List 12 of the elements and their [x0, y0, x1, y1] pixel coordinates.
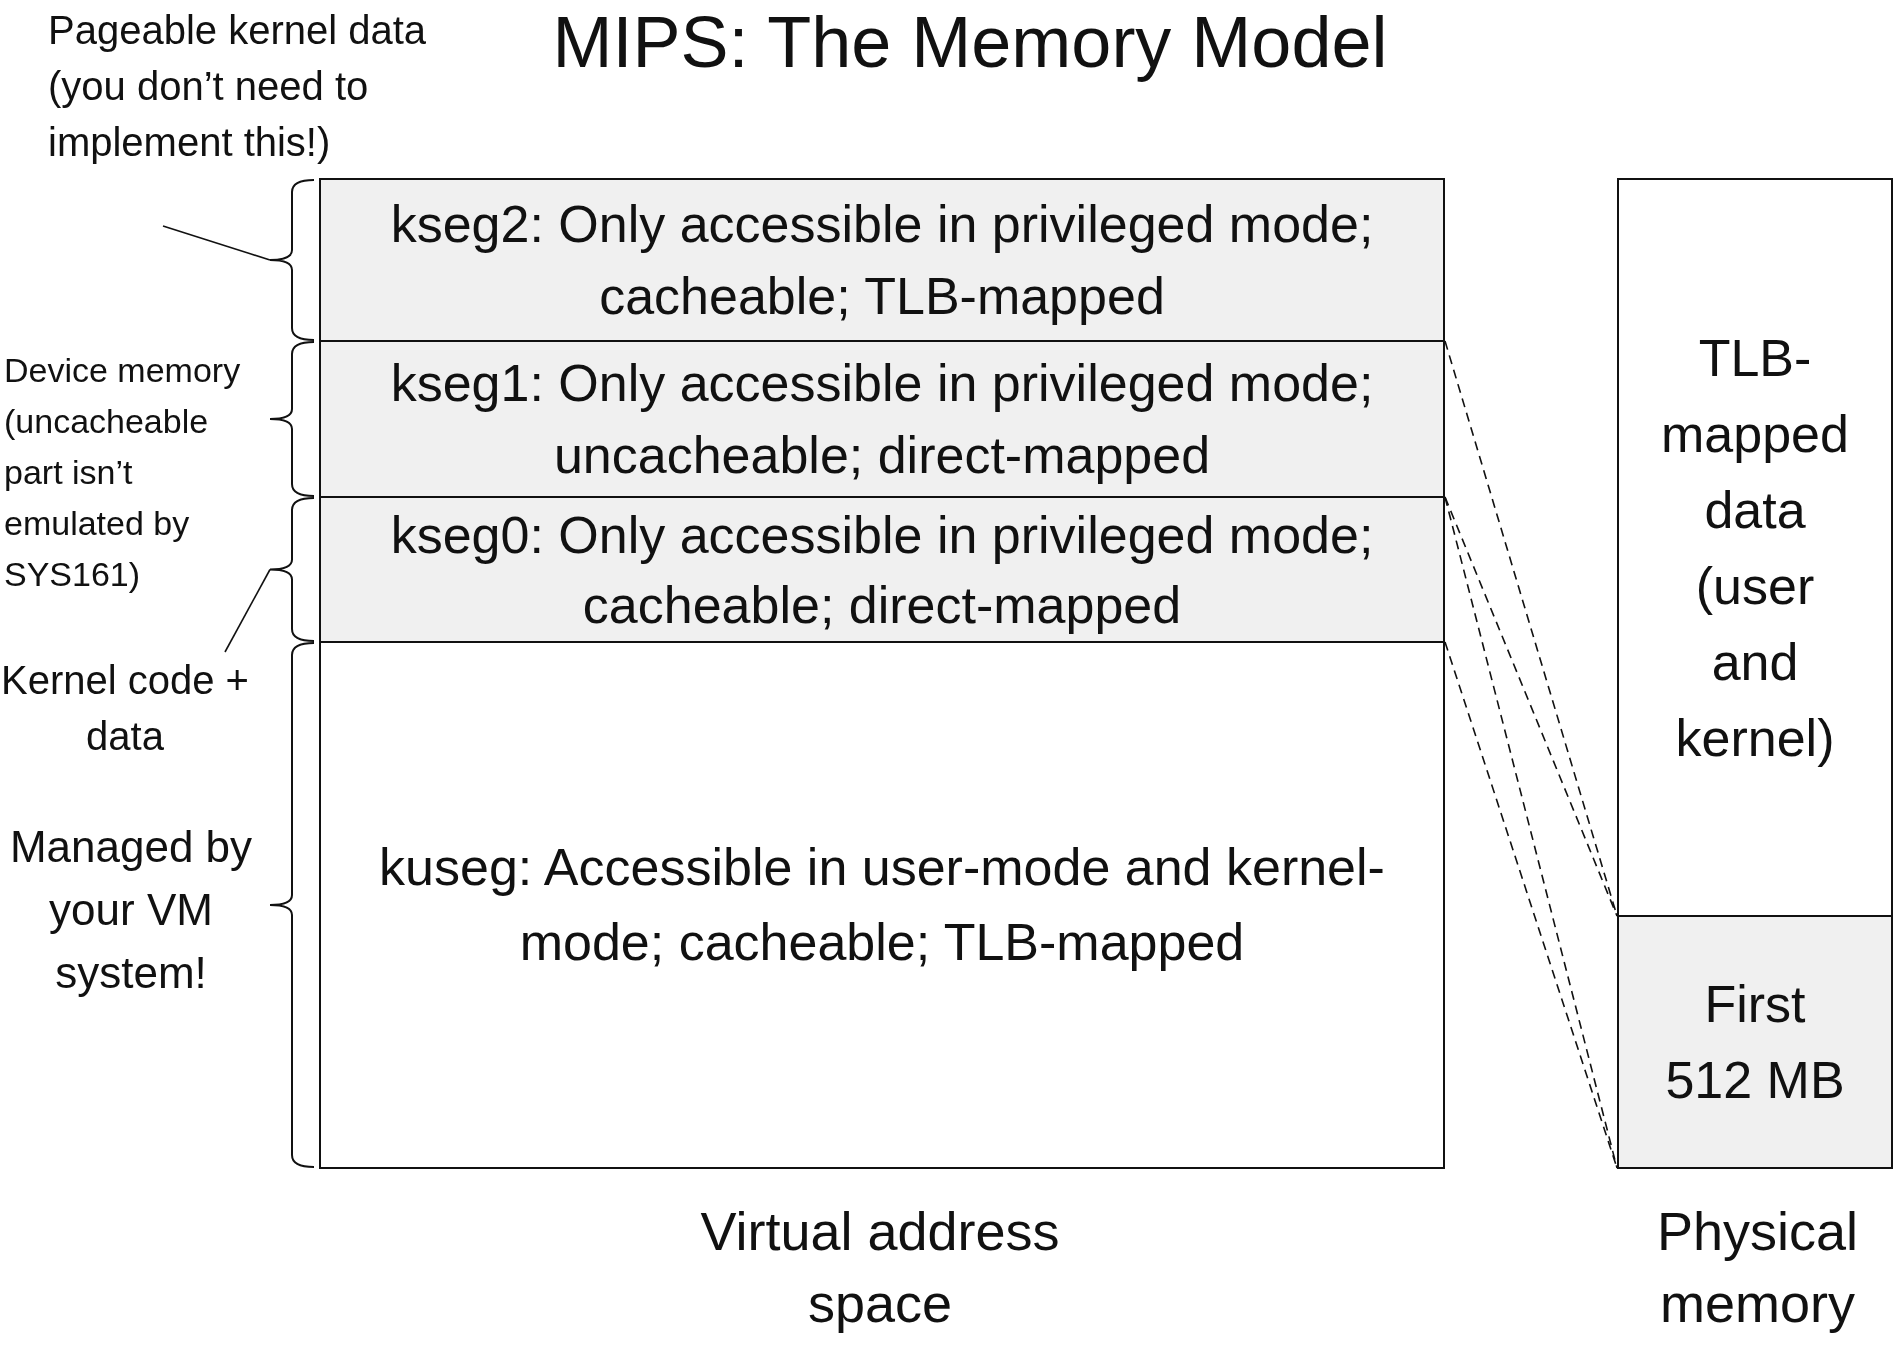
leader-line — [224, 568, 271, 653]
axis-caption: Virtual address space — [699, 1200, 1061, 1335]
diagram-title: MIPS: The Memory Model — [551, 1, 1389, 84]
memory-region-box: TLB-mapped data (user and kernel) — [1617, 178, 1893, 917]
memory-segment-box: kseg0: Only accessible in privileged mode; cacheable; direct-mapped — [319, 496, 1445, 643]
leader-line — [162, 225, 271, 261]
annotation-text: Kernel code + data — [0, 652, 250, 764]
memory-region-box: First 512 MB — [1617, 915, 1893, 1169]
annotation-text: Device memory (uncacheable part isn’t emulated by SYS161) — [4, 350, 242, 595]
axis-caption: Physical memory — [1655, 1200, 1860, 1335]
annotation-text: Managed by your VM system! — [8, 821, 254, 999]
memory-segment-box: kuseg: Accessible in user-mode and kernel-mode; cacheable; TLB-mapped — [319, 641, 1445, 1169]
